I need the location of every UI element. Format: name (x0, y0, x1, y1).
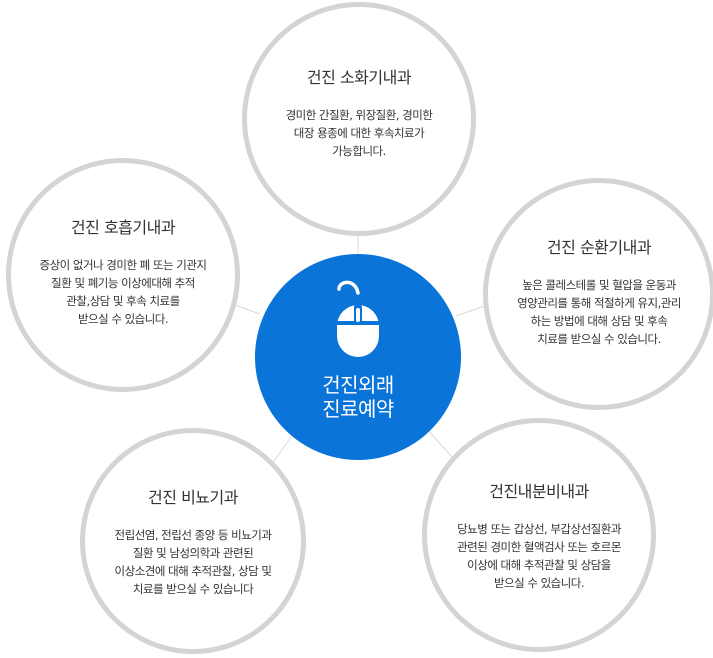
connector-right (455, 305, 486, 317)
desc-line: 대장 용종에 대한 후속치료가 (293, 126, 425, 140)
dept-description: 당뇨병 또는 갑상선, 부갑상선질환과 관련된 경미한 혈액검사 또는 호르몬 … (457, 520, 621, 592)
desc-line: 받으실 수 있습니다. (77, 312, 169, 326)
center-label-line: 건진외래 (322, 373, 394, 397)
desc-line: 높은 콜레스테롤 및 혈압을 운동과 (522, 278, 676, 292)
desc-line: 영양관리를 통해 적절하게 유지,관리 (517, 296, 681, 310)
desc-line: 경미한 간질환, 위장질환, 경미한 (285, 108, 433, 122)
center-label: 건진외래 진료예약 (322, 373, 394, 421)
desc-line: 하는 방법에 대해 상담 및 후속 (530, 314, 668, 328)
desc-line: 가능합니다. (332, 144, 386, 158)
dept-cardiology[interactable]: 건진 순환기내과 높은 콜레스테롤 및 혈압을 운동과 영양관리를 통해 적절하… (483, 178, 713, 410)
desc-line: 이상소견에 대해 추적관찰, 상담 및 (114, 564, 272, 578)
dept-description: 높은 콜레스테롤 및 혈압을 운동과 영양관리를 통해 적절하게 유지,관리 하… (517, 276, 681, 348)
dept-title: 건진 순환기내과 (546, 238, 652, 257)
dept-title: 건진 소화기내과 (306, 68, 412, 87)
appointment-center-button[interactable]: 건진외래 진료예약 (255, 254, 461, 460)
connector-left (231, 303, 261, 315)
desc-line: 질환 및 남성의학과 관련된 (132, 546, 254, 560)
desc-line: 질환 및 폐기능 이상에대해 추적 (51, 276, 195, 290)
desc-line: 증상이 없거나 경미한 폐 또는 기관지 (39, 258, 207, 272)
dept-title: 건진 호흡기내과 (70, 218, 176, 237)
dept-digestive[interactable]: 건진 소화기내과 경미한 간질환, 위장질환, 경미한 대장 용종에 대한 후속… (242, 2, 476, 236)
dept-description: 경미한 간질환, 위장질환, 경미한 대장 용종에 대한 후속치료가 가능합니다… (286, 106, 433, 160)
dept-title: 건진 비뇨기과 (148, 488, 238, 507)
dept-urology[interactable]: 건진 비뇨기과 전립선염, 전립선 종양 등 비뇨기과 질환 및 남성의학과 관… (80, 428, 306, 654)
desc-line: 받으실 수 있습니다. (493, 576, 585, 590)
desc-line: 당뇨병 또는 갑상선, 부갑상선질환과 (457, 522, 621, 536)
mouse-icon (337, 280, 379, 357)
desc-line: 관련된 경미한 혈액검사 또는 호르몬 (457, 540, 621, 554)
desc-line: 관찰,상담 및 후속 치료를 (66, 294, 180, 308)
center-label-line: 진료예약 (322, 397, 394, 421)
dept-respiratory[interactable]: 건진 호흡기내과 증상이 없거나 경미한 폐 또는 기관지 질환 및 폐기능 이… (6, 158, 240, 392)
desc-line: 전립선염, 전립선 종양 등 비뇨기과 (114, 528, 272, 542)
dept-description: 전립선염, 전립선 종양 등 비뇨기과 질환 및 남성의학과 관련된 이상소견에… (115, 526, 272, 598)
dept-title: 건진내분비내과 (489, 482, 589, 501)
desc-line: 치료를 받으실 수 있습니다. (537, 332, 661, 346)
desc-line: 치료를 받으실 수 있습니다 (132, 582, 254, 596)
dept-description: 증상이 없거나 경미한 폐 또는 기관지 질환 및 폐기능 이상에대해 추적 관… (40, 256, 207, 328)
dept-endocrinology[interactable]: 건진내분비내과 당뇨병 또는 갑상선, 부갑상선질환과 관련된 경미한 혈액검사… (422, 418, 656, 652)
desc-line: 이상에 대해 추적관찰 및 상담을 (467, 558, 611, 572)
